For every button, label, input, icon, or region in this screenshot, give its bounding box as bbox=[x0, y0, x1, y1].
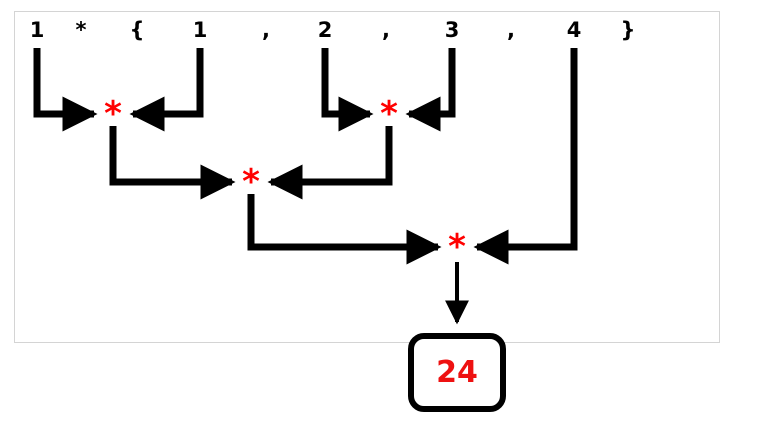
edge-star3-to-star4 bbox=[247, 194, 442, 265]
operator-star-2: * bbox=[380, 94, 398, 134]
expr-token-op-outer: * bbox=[75, 18, 87, 42]
operator-star-4: * bbox=[448, 227, 466, 267]
expr-token-comma-3: , bbox=[507, 18, 515, 42]
expr-token-comma-2: , bbox=[382, 18, 390, 42]
expr-token-brace-open: { bbox=[129, 18, 145, 42]
expr-token-brace-close: } bbox=[620, 18, 636, 42]
result-box: 24 bbox=[408, 333, 506, 412]
expr-token-item-3: 3 bbox=[444, 18, 460, 42]
edge-star1-to-star3 bbox=[109, 126, 236, 200]
expr-token-comma-1: , bbox=[262, 18, 270, 42]
edge-item2-to-star2 bbox=[321, 48, 374, 132]
expr-token-item-4: 4 bbox=[566, 18, 582, 42]
expr-token-seed: 1 bbox=[29, 18, 45, 42]
expr-token-item-1: 1 bbox=[192, 18, 208, 42]
slide-frame bbox=[14, 11, 720, 343]
edge-item1-to-star1 bbox=[129, 48, 204, 132]
edge-seed-to-star1 bbox=[33, 48, 98, 132]
edge-star2-to-star3 bbox=[267, 126, 393, 200]
edge-item3-to-star2 bbox=[405, 48, 456, 132]
edge-item4-to-star4 bbox=[473, 48, 578, 265]
operator-star-1: * bbox=[104, 94, 122, 134]
result-value: 24 bbox=[436, 354, 478, 390]
operator-star-3: * bbox=[242, 162, 260, 202]
expr-token-item-2: 2 bbox=[317, 18, 333, 42]
